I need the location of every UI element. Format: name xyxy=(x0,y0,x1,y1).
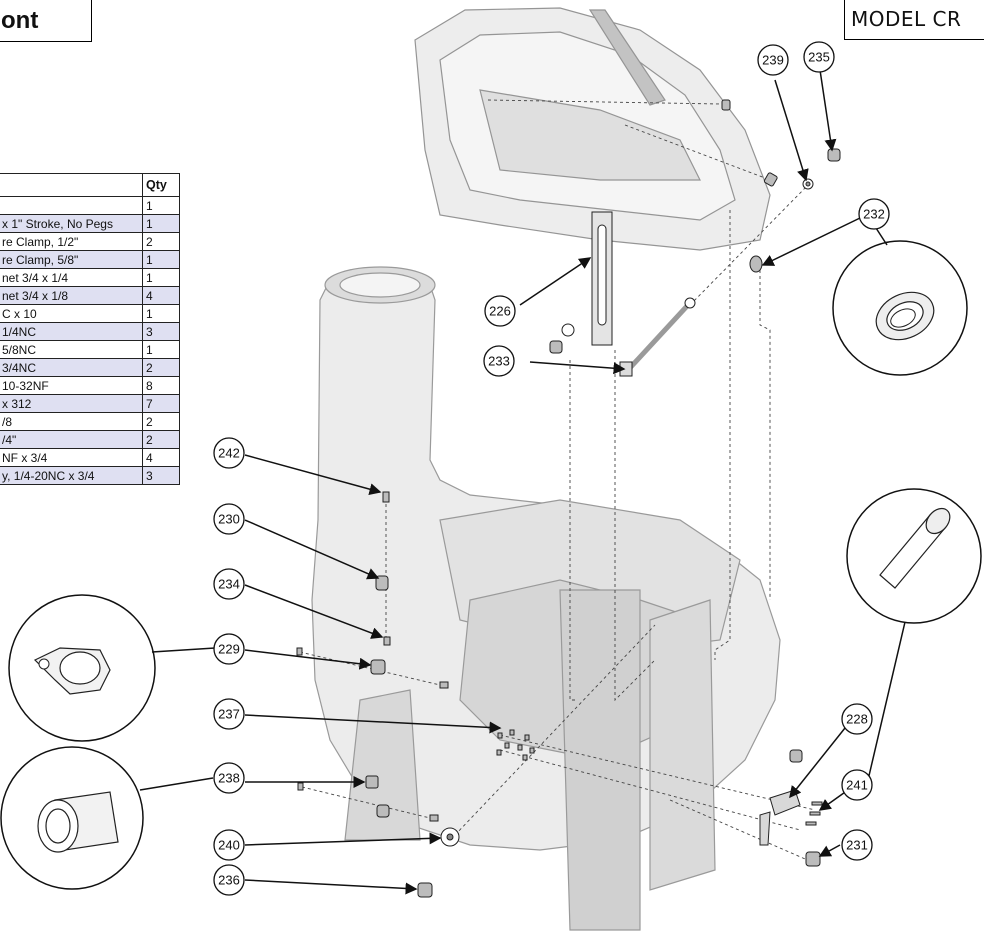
detail-circle-screw xyxy=(846,488,982,624)
nut-part xyxy=(763,172,778,187)
nut-part xyxy=(721,99,731,111)
screw-part xyxy=(296,647,303,656)
part-description-cell: y, 1/4-20NC x 3/4 xyxy=(0,466,143,485)
screw-part xyxy=(382,491,390,503)
part-description-cell: NF x 3/4 xyxy=(0,448,143,467)
detail-circle-clamp xyxy=(8,594,156,742)
part-qty-cell: 4 xyxy=(142,286,180,305)
callout-232: 232 xyxy=(858,198,890,230)
callout-number: 233 xyxy=(488,354,510,369)
detail-circle-grommet xyxy=(832,240,968,376)
callout-239: 239 xyxy=(757,44,789,76)
callout-number: 240 xyxy=(218,838,240,853)
callout-number: 238 xyxy=(218,771,240,786)
leader-lines xyxy=(244,69,861,895)
callout-number: 230 xyxy=(218,512,240,527)
nut-part xyxy=(789,749,803,763)
callout-number: 234 xyxy=(218,577,240,592)
model-label: MODEL CR xyxy=(851,7,962,31)
part-description-cell: x 1" Stroke, No Pegs xyxy=(0,214,143,233)
callout-242: 242 xyxy=(213,437,245,469)
washer-part xyxy=(684,297,696,309)
callout-number: 228 xyxy=(846,712,868,727)
part-qty-cell: 7 xyxy=(142,394,180,413)
grommet-part xyxy=(749,255,763,273)
part-qty-cell: 1 xyxy=(142,250,180,269)
callout-number: 231 xyxy=(846,838,868,853)
part-description-cell: 5/8NC xyxy=(0,340,143,359)
callout-233: 233 xyxy=(483,345,515,377)
screw-part xyxy=(439,681,449,689)
parts-table-header: Qty xyxy=(0,173,180,197)
callout-number: 236 xyxy=(218,873,240,888)
callout-237: 237 xyxy=(213,698,245,730)
callout-230: 230 xyxy=(213,503,245,535)
part-description-cell: 3/4NC xyxy=(0,358,143,377)
grommet-part xyxy=(365,775,379,789)
callout-number: 229 xyxy=(218,642,240,657)
callout-234: 234 xyxy=(213,568,245,600)
callout-238: 238 xyxy=(213,762,245,794)
assembly-guide-lines xyxy=(299,99,816,863)
hardware-parts xyxy=(296,99,841,898)
nut-part xyxy=(383,636,391,646)
callout-number: 232 xyxy=(863,207,885,222)
part-description-cell: net 3/4 x 1/8 xyxy=(0,286,143,305)
callout-number: 237 xyxy=(218,707,240,722)
blower-housing xyxy=(311,266,781,931)
clamp-part xyxy=(370,659,386,675)
nut-part xyxy=(549,340,563,354)
upper-hood-lid xyxy=(414,7,771,251)
detail-leader-lines xyxy=(139,227,906,791)
callout-number: 235 xyxy=(808,50,830,65)
lock-nut-part xyxy=(805,851,821,867)
callout-group: 226 228 229 230 231 232 233 234 235 236 237 238 239 2… xyxy=(213,41,890,896)
callout-231: 231 xyxy=(841,829,873,861)
callout-240: 240 xyxy=(213,829,245,861)
screw-part xyxy=(297,782,304,791)
part-qty-cell: 3 xyxy=(142,466,180,485)
nut-part xyxy=(376,804,390,818)
callout-236: 236 xyxy=(213,864,245,896)
callout-229: 229 xyxy=(213,633,245,665)
part-description-cell: x 312 xyxy=(0,394,143,413)
callout-number: 226 xyxy=(489,304,511,319)
bolt-part xyxy=(626,303,690,372)
lock-nut-part xyxy=(827,148,841,162)
callout-228: 228 xyxy=(841,703,873,735)
latch-part xyxy=(769,789,801,816)
page-title: ont xyxy=(1,7,39,34)
callout-number: 242 xyxy=(218,446,240,461)
clamp-part xyxy=(375,575,389,591)
callout-number: 241 xyxy=(846,778,868,793)
callout-226: 226 xyxy=(484,295,516,327)
part-qty-cell: 2 xyxy=(142,232,180,251)
part-qty-cell: 3 xyxy=(142,322,180,341)
screw-part xyxy=(429,814,439,822)
model-box: MODEL CR xyxy=(844,0,984,40)
detail-circle-bushing xyxy=(0,746,144,890)
callout-241: 241 xyxy=(841,769,873,801)
washer-part xyxy=(561,323,575,337)
nut-part xyxy=(417,882,433,898)
callout-number: 239 xyxy=(762,53,784,68)
title-box: ont xyxy=(0,0,92,42)
callout-235: 235 xyxy=(803,41,835,73)
